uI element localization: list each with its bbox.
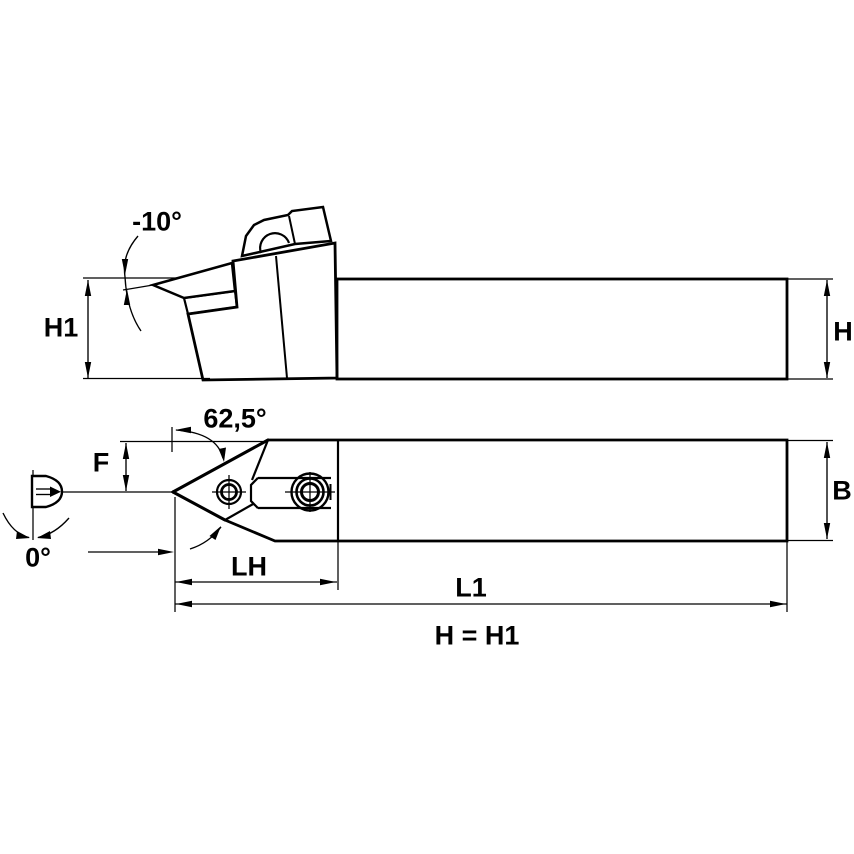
inclination-arc xyxy=(2,512,30,539)
lead-angle-arc xyxy=(175,429,224,459)
rake-angle-arrow-icon xyxy=(123,289,131,305)
dim-arrow-icon xyxy=(175,426,191,434)
side-clamp xyxy=(240,205,333,258)
side-view xyxy=(83,205,833,382)
pocket-bottom-edge xyxy=(224,502,255,521)
nose-profile-symbol xyxy=(30,474,64,509)
overall-length-label: L1 xyxy=(455,572,487,603)
pocket-top-edge xyxy=(250,439,270,481)
height-h-label: H xyxy=(833,316,853,347)
insert-top-edge xyxy=(171,438,270,494)
dim-arrow-icon xyxy=(84,362,92,378)
dim-arrow-icon xyxy=(176,578,192,586)
head-length-label: LH xyxy=(231,551,267,582)
dim-arrow-icon xyxy=(823,442,831,458)
dim-arrow-icon xyxy=(84,280,92,296)
dim-arrow-icon xyxy=(176,600,192,608)
nose-offset-label: F xyxy=(92,447,110,478)
lead-angle-label: 62,5° xyxy=(203,403,267,434)
height-equality-note: H = H1 xyxy=(434,620,520,651)
slot-left-end xyxy=(249,477,259,509)
dim-arrow-icon xyxy=(122,475,130,491)
shank-width-label: B xyxy=(832,475,852,506)
dim-arrow-icon xyxy=(770,600,786,608)
side-insert xyxy=(149,261,237,300)
dim-arrow-icon xyxy=(823,362,831,378)
dim-arrow-icon xyxy=(16,531,30,539)
rake-angle-label: -10° xyxy=(132,206,182,237)
inclination-arc xyxy=(37,517,70,539)
dim-arrow-icon xyxy=(37,531,51,539)
dim-arrow-icon xyxy=(122,443,130,459)
dim-arrow-icon xyxy=(823,523,831,539)
clamp-screw-edge xyxy=(288,215,296,245)
head-internal-edge xyxy=(275,255,288,379)
dim-arrow-icon xyxy=(218,447,226,462)
dim-arrow-icon xyxy=(158,548,174,556)
top-insert xyxy=(173,440,268,520)
insert-bottom-edge xyxy=(171,490,227,522)
inclination-angle-label: 0° xyxy=(25,542,51,573)
clamp-nose-arc xyxy=(259,232,291,254)
side-shank xyxy=(335,277,789,381)
height-h1-label: H1 xyxy=(43,312,79,343)
rake-angle-arrow-icon xyxy=(121,259,129,275)
feed-arrow-icon xyxy=(50,486,61,497)
rake-angle-arc xyxy=(123,235,142,332)
cutting-edge-extension xyxy=(122,283,157,291)
dim-arrow-icon xyxy=(823,280,831,296)
top-view xyxy=(2,426,833,612)
dim-arrow-icon xyxy=(320,578,336,586)
dim-arrow-icon xyxy=(209,526,221,540)
